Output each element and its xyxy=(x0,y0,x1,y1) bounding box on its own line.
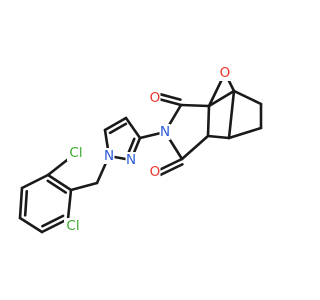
atom-label-bg-o-upper xyxy=(149,90,161,106)
atom-label-n-pyrazole-1: N xyxy=(104,148,114,164)
atom-label-n-imide: N xyxy=(160,124,170,140)
bond-c1-c7 xyxy=(207,89,236,108)
bond-b2-b3-double xyxy=(41,214,65,228)
bond-c7-c4 xyxy=(227,89,236,140)
bond-p4-p5 xyxy=(103,116,128,132)
bond-c7-c5 xyxy=(232,89,263,106)
atom-label-o-upper: O xyxy=(150,90,161,106)
atom-label-bg-cl-lower xyxy=(64,218,82,234)
atom-label-bg-o-bridge xyxy=(219,65,231,81)
atom-label-cl-lower: Cl xyxy=(66,218,79,234)
bond-b3-b4 xyxy=(18,216,44,234)
bond-c1-c3a xyxy=(206,104,211,138)
bond-clo-olo-double xyxy=(157,163,184,177)
bond-c1-cup xyxy=(179,103,211,108)
bond-p3-p4 xyxy=(124,116,142,140)
bond-cup-oup-double xyxy=(156,92,182,101)
bond-b2-b3 xyxy=(40,217,70,234)
atom-label-bg-n-pyrazole-2 xyxy=(125,152,137,168)
bond-b5-b6 xyxy=(20,173,50,190)
atom-label-bg-n-imide xyxy=(159,124,171,140)
atom-label-bg-cl-upper xyxy=(67,145,85,161)
atom-label-bg-n-pyrazole-1 xyxy=(103,148,115,164)
bond-c3a-clo xyxy=(180,134,210,161)
atom-label-o-bridge: O xyxy=(220,65,231,81)
bond-p4-p5-double xyxy=(108,122,128,135)
atom-label-cl-upper: Cl xyxy=(69,145,82,161)
atom-label-bg-o-lower xyxy=(149,164,161,180)
bond-layer xyxy=(18,71,263,234)
bond-c4-c3a xyxy=(206,134,231,140)
bond-c6-c4 xyxy=(227,126,263,140)
bond-b6-b1-double xyxy=(46,179,68,194)
bond-b6-b1 xyxy=(46,173,73,192)
atom-label-n-pyrazole-2: N xyxy=(126,152,136,168)
atom-label-o-lower: O xyxy=(150,164,161,180)
bond-b4-b5 xyxy=(18,186,24,220)
bond-ch2-b1 xyxy=(69,181,99,192)
bond-b1-b2 xyxy=(66,188,73,221)
bond-b4-b5-double xyxy=(23,190,29,217)
